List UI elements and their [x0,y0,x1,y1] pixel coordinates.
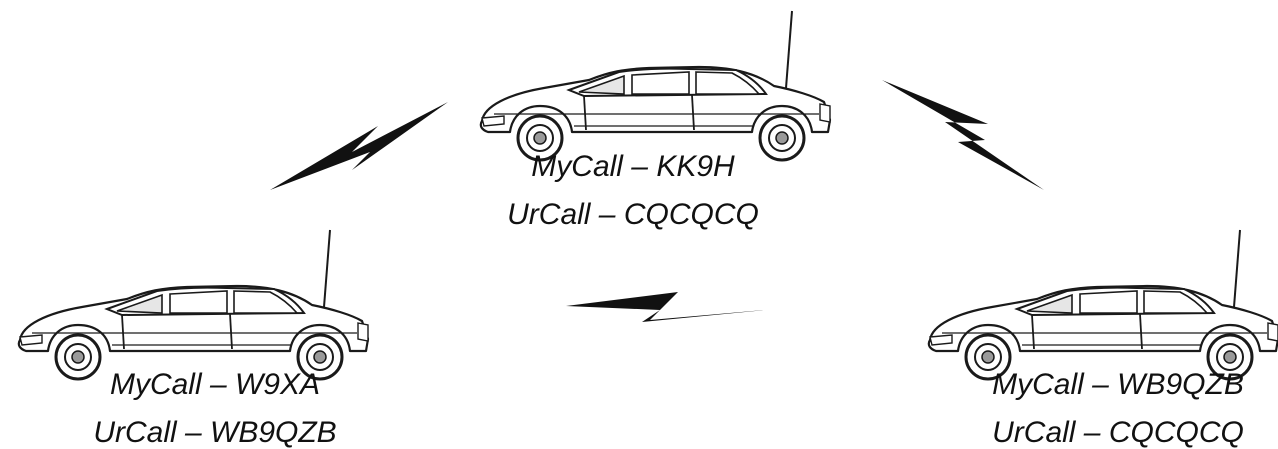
station-urcall-label: UrCall – CQCQCQ [507,198,759,231]
lightning-bolt-icon [270,102,448,190]
lightning-bolt-icon [566,292,765,322]
station-urcall-label: UrCall – WB9QZB [93,416,337,449]
lightning-bolt-icon [882,80,1044,190]
station-mycall-label: MyCall – KK9H [531,150,735,183]
station-urcall-label: UrCall – CQCQCQ [992,416,1244,449]
station-mycall-label: MyCall – W9XA [109,368,321,401]
car-icon [479,9,832,162]
car-icon [927,228,1278,381]
station-mycall-label: MyCall – WB9QZB [992,368,1244,401]
car-icon [17,228,370,381]
